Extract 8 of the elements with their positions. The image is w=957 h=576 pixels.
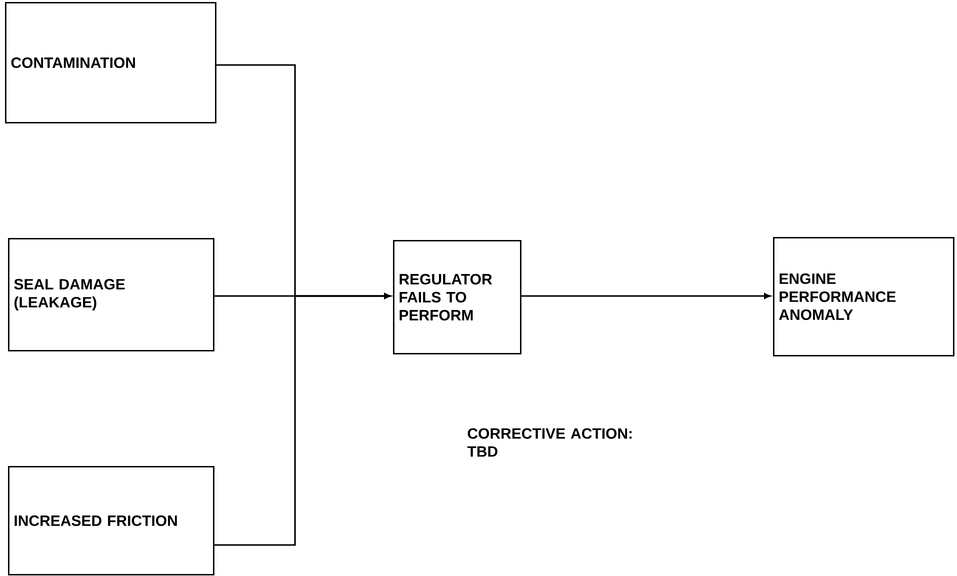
process-box: CONTAMINATION [5,2,216,124]
process-box: ENGINE PERFORMANCE ANOMALY [773,237,954,356]
process-box: SEAL DAMAGE (LEAKAGE) [8,238,214,352]
process-box: INCREASED FRICTION [8,466,214,576]
process-box: REGULATOR FAILS TO PERFORM [393,240,522,354]
arrow [521,293,771,299]
arrow [214,293,391,546]
note-text: CORRECTIVE ACTION: TBD [467,428,632,457]
